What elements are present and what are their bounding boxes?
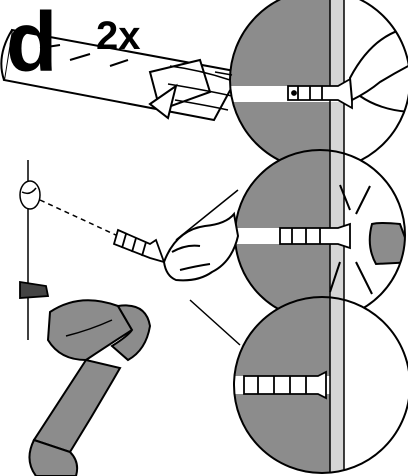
quantity-label: 2x <box>96 16 141 56</box>
step-letter: d <box>6 0 55 84</box>
wall-hole-icon <box>20 160 40 340</box>
hand-icon <box>164 214 238 280</box>
insertion-path <box>40 200 118 236</box>
detail-circle-drilling <box>230 0 408 170</box>
wall-plug-icon <box>20 282 48 298</box>
detail-circle-flush <box>230 295 408 476</box>
hammer-icon <box>29 300 150 476</box>
wall-plug-icon <box>114 230 164 262</box>
